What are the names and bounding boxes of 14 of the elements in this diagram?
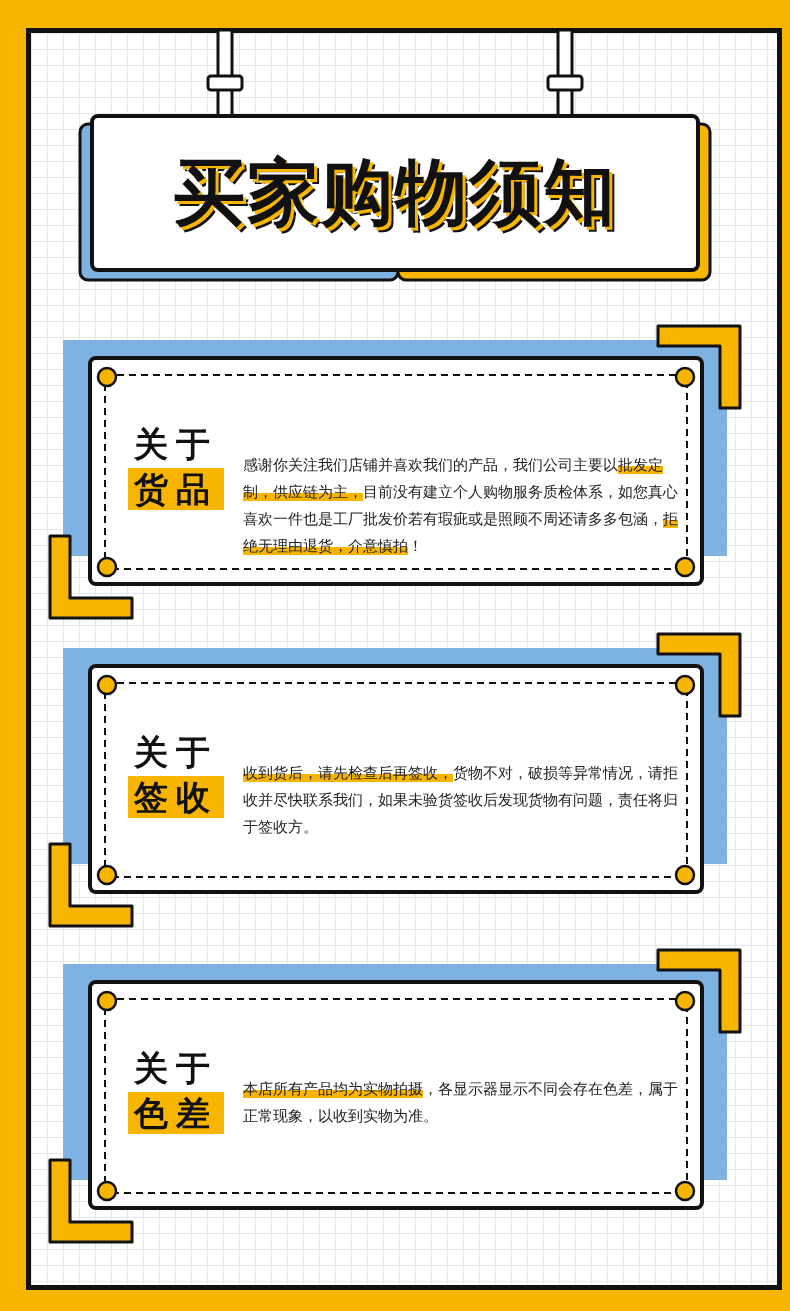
heading-text: 关于 (133, 731, 219, 773)
notice-paragraph: 本店所有产品均为实物拍摄，各显示器显示不同会存在色差，属于正常现象，以收到实物为准。 (243, 1079, 678, 1127)
heading-label: 货品 (128, 468, 224, 510)
notice-card (88, 980, 704, 1210)
heading-text: 关于 (133, 1047, 219, 1089)
title-text: 买家购物须知 (173, 149, 617, 236)
heading-label: 签收 (128, 776, 224, 818)
heading-label: 色差 (128, 1092, 224, 1134)
notice-card (88, 356, 704, 586)
notice-paragraph: 感谢你关注我们店铺并喜欢我们的产品，我们公司主要以批发定制，供应链为主，目前没有建立个人购物服务质检体系，如您真心喜欢一件也是工厂批发价若有瑕疵或是照顾不周还请多多包涵，拒绝无理由退货，介意慎拍！ (243, 455, 678, 557)
notice-card (88, 664, 704, 894)
notice-paragraph: 收到货后，请先检查后再签收，货物不对，破损等异常情况，请拒收并尽快联系我们，如果未验货签收后发现货物有问题，责任将归于签收方。 (243, 763, 678, 838)
heading-text: 关于 (133, 423, 219, 465)
title-board (90, 114, 700, 272)
